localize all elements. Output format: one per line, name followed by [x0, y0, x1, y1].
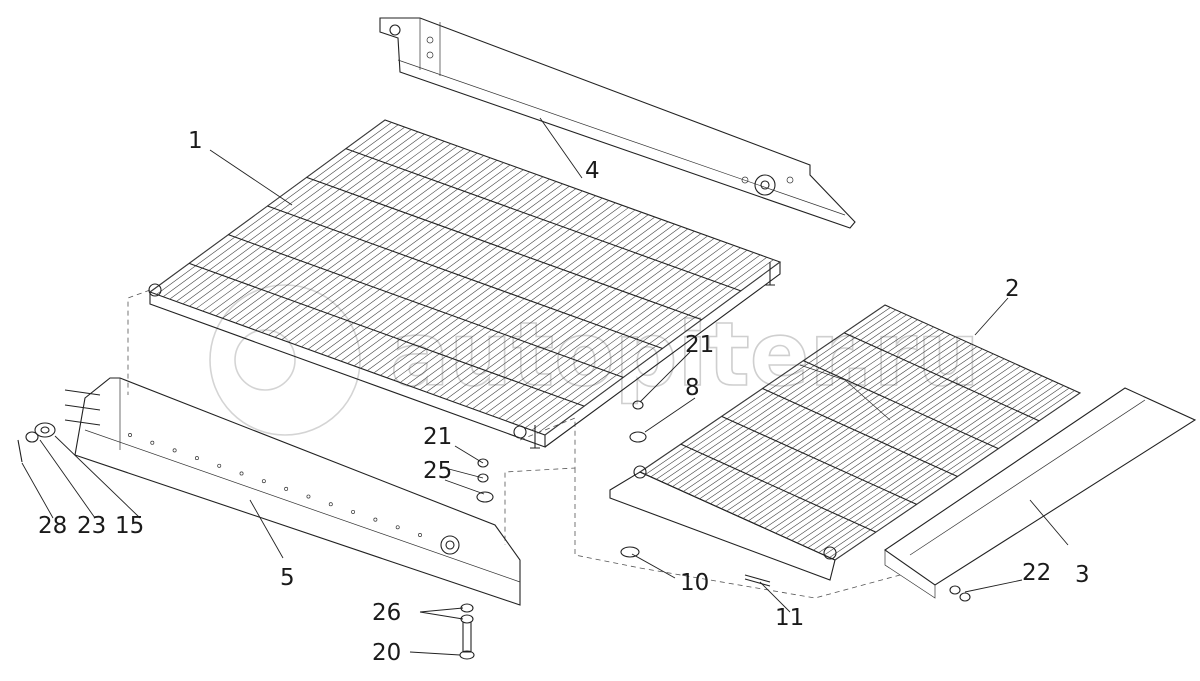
sieve2-cross-bar — [762, 387, 958, 478]
rail5-hole — [418, 533, 422, 537]
rail5-hole — [395, 525, 400, 530]
sieve2-cross-bar — [843, 332, 1040, 422]
callout-11: 11 — [775, 605, 804, 631]
callout-8: 8 — [685, 375, 700, 401]
sieve2-cross-bar — [803, 360, 999, 450]
callout-23: 23 — [77, 513, 106, 539]
rail5-hole — [306, 494, 311, 499]
rail5-hole — [239, 471, 244, 476]
rail5-hole — [217, 463, 222, 468]
rail5-hole — [328, 502, 333, 507]
callout-28: 28 — [38, 513, 67, 539]
rail5-hole — [373, 517, 378, 522]
part-1-main-sieve — [148, 119, 782, 449]
callout-5: 5 — [280, 565, 295, 591]
part-4-top-rail — [379, 17, 856, 229]
callout-3: 3 — [1075, 562, 1090, 588]
part-2-second-sieve — [609, 304, 1082, 581]
part-3-side-strip — [884, 387, 1197, 599]
callout-25: 25 — [423, 458, 452, 484]
callout-21-lower: 21 — [423, 424, 452, 450]
callout-15: 15 — [115, 513, 144, 539]
part-5-lower-rail — [64, 377, 521, 606]
rail5-hole — [172, 448, 177, 453]
callout-26: 26 — [372, 600, 401, 626]
rail5-hole — [150, 440, 155, 445]
hardware-parts — [17, 400, 971, 660]
callout-10: 10 — [680, 570, 709, 596]
assembly-dashed-lines — [127, 289, 901, 599]
sieve1-cross-bar — [188, 262, 585, 407]
rail5-hole — [194, 456, 199, 461]
rail5-hole — [351, 509, 356, 514]
callout-20: 20 — [372, 640, 401, 666]
sieve1-cross-bar — [306, 176, 702, 321]
sieve1-cross-bar — [228, 234, 624, 378]
sieve1-cross-bar — [267, 205, 663, 350]
callout-4: 4 — [585, 158, 600, 184]
callout-21-upper: 21 — [685, 332, 714, 358]
callout-labels: 1 2 3 4 5 8 10 11 15 20 21 21 22 23 25 2… — [38, 128, 1090, 666]
callout-22: 22 — [1022, 560, 1051, 586]
rail5-hole — [261, 479, 266, 484]
callout-2: 2 — [1005, 276, 1020, 302]
leader-lines — [21, 117, 1069, 656]
sieve2-cross-bar — [721, 415, 917, 505]
callout-1: 1 — [188, 128, 203, 154]
rail5-hole — [284, 486, 289, 491]
rail5-hole — [128, 433, 132, 437]
sieve1-cross-bar — [345, 148, 742, 292]
sieve2-cross-bar — [680, 443, 877, 533]
